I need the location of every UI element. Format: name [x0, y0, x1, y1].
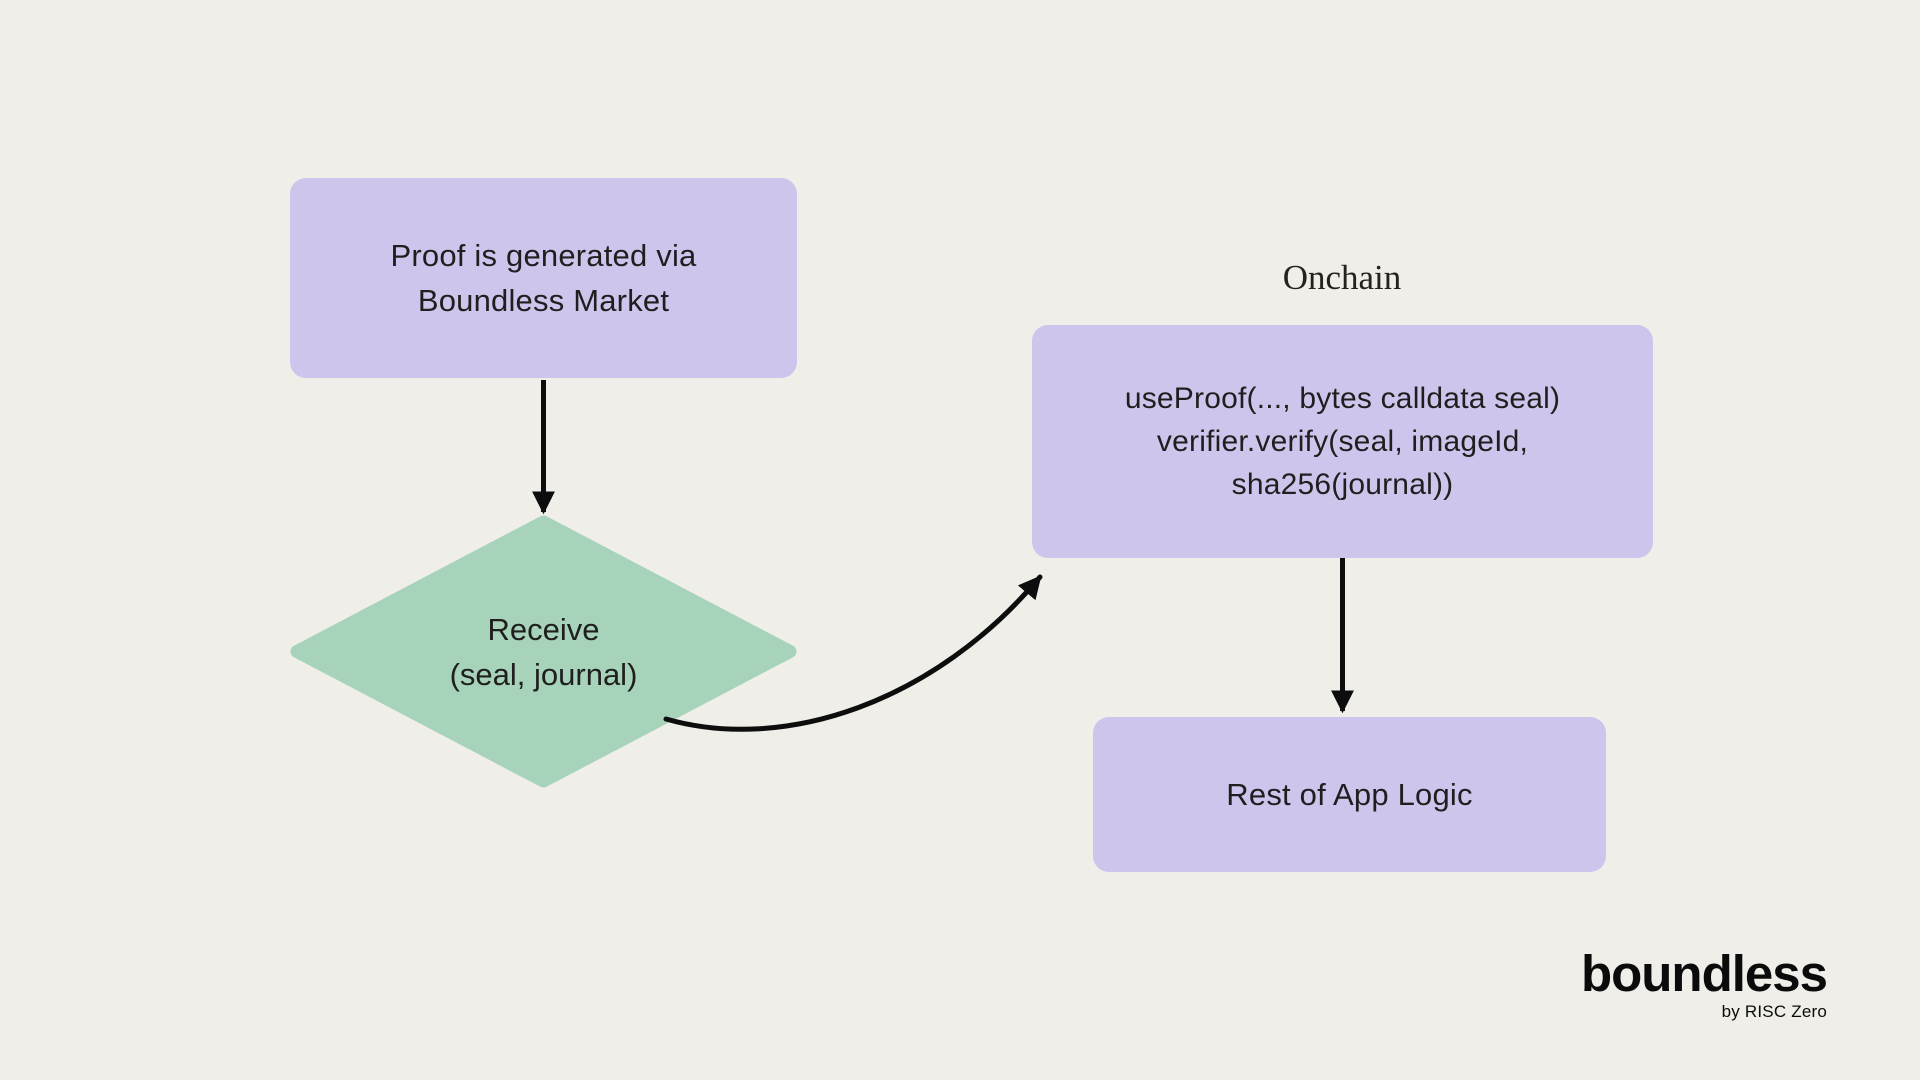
node-proof-generated-line1: Proof is generated via — [390, 238, 697, 273]
arrow-receive-to-useproof — [663, 574, 1043, 732]
boundless-logo: boundless by RISC Zero — [1580, 945, 1828, 1022]
node-rest-of-app-logic-label: Rest of App Logic — [1226, 777, 1473, 812]
node-rest-of-app-logic: Rest of App Logic — [1093, 717, 1606, 872]
node-proof-generated-line2: Boundless Market — [417, 283, 670, 318]
node-receive-line2: (seal, journal) — [449, 656, 638, 692]
boundless-byline: by RISC Zero — [1721, 1002, 1827, 1021]
node-useproof-line1: useProof(..., bytes calldata seal) — [1124, 382, 1561, 415]
node-useproof: useProof(..., bytes calldata seal) verif… — [1032, 325, 1653, 558]
receive-diamond-shape — [290, 515, 797, 788]
node-useproof-line3: sha256(journal)) — [1231, 468, 1454, 501]
node-useproof-line2: verifier.verify(seal, imageId, — [1156, 425, 1529, 458]
node-receive-line1: Receive — [487, 611, 600, 647]
node-proof-generated: Proof is generated via Boundless Market — [290, 178, 797, 378]
node-receive: Receive (seal, journal) — [293, 518, 794, 785]
onchain-label: Onchain — [1282, 258, 1402, 297]
boundless-wordmark: boundless — [1580, 945, 1828, 1002]
